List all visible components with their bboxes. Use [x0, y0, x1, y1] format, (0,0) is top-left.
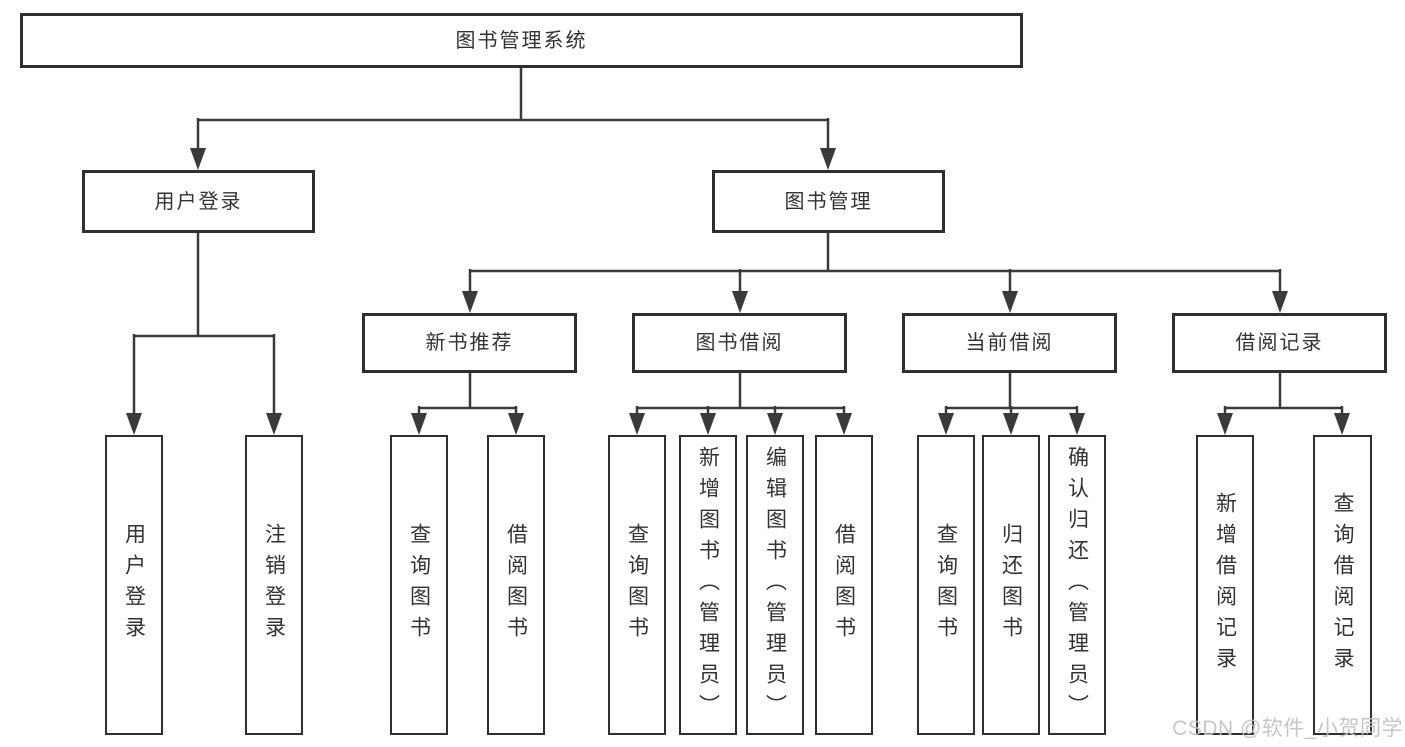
connector-current-borrow [944, 373, 1079, 417]
leaf-cb-confirm-return-admin-label: 确认归还（管理员） [1065, 445, 1089, 725]
node-current-borrow: 当前借阅 [902, 313, 1117, 373]
leaf-user-login: 用户登录 [105, 435, 163, 735]
leaf-bb-edit-books-admin-label: 编辑图书（管理员） [763, 445, 787, 725]
leaf-br-query-record: 查询借阅记录 [1313, 435, 1372, 735]
connector-user-login [132, 233, 276, 417]
leaf-br-add-record-label: 新增借阅记录 [1213, 492, 1237, 678]
leaf-logout-login-label: 注销登录 [262, 523, 286, 647]
node-book-borrow-label: 图书借阅 [695, 332, 784, 354]
node-borrow-records-label: 借阅记录 [1235, 332, 1324, 354]
node-book-management: 图书管理 [712, 170, 945, 233]
leaf-cb-confirm-return-admin: 确认归还（管理员） [1048, 435, 1106, 735]
leaf-nb-query-books: 查询图书 [390, 435, 448, 735]
leaf-br-query-record-label: 查询借阅记录 [1331, 492, 1354, 678]
leaf-cb-query-books-label: 查询图书 [934, 523, 958, 647]
leaf-cb-return-books-label: 归还图书 [999, 523, 1023, 647]
leaf-bb-edit-books-admin: 编辑图书（管理员） [746, 435, 804, 735]
csdn-watermark: CSDN @软件_小贺同学 [1172, 717, 1403, 740]
node-root-label: 图书管理系统 [455, 29, 588, 52]
node-current-borrow-label: 当前借阅 [965, 332, 1054, 354]
leaf-cb-query-books: 查询图书 [917, 435, 975, 735]
leaf-nb-borrow-books-label: 借阅图书 [504, 523, 528, 647]
connector-book-management [468, 233, 1282, 295]
connector-book-borrow [635, 373, 846, 417]
leaf-nb-query-books-label: 查询图书 [407, 523, 431, 647]
connector-borrow-records [1223, 373, 1344, 417]
node-book-borrow: 图书借阅 [632, 313, 847, 373]
leaf-user-login-label: 用户登录 [122, 523, 146, 647]
leaf-bb-add-books-admin: 新增图书（管理员） [679, 435, 737, 735]
leaf-cb-return-books: 归还图书 [982, 435, 1040, 735]
leaf-bb-borrow-books-label: 借阅图书 [832, 523, 856, 647]
node-new-book-recommend: 新书推荐 [362, 313, 577, 373]
node-user-login: 用户登录 [82, 170, 315, 233]
node-user-login-label: 用户登录 [154, 190, 243, 213]
leaf-bb-query-books: 查询图书 [608, 435, 666, 735]
leaf-bb-add-books-admin-label: 新增图书（管理员） [696, 445, 720, 725]
connector-new-book-recommend [417, 373, 518, 417]
arrowheads [126, 148, 1350, 435]
node-new-book-recommend-label: 新书推荐 [425, 332, 514, 354]
node-borrow-records: 借阅记录 [1172, 313, 1387, 373]
connector-root [196, 67, 830, 152]
node-root: 图书管理系统 [20, 13, 1023, 68]
leaf-logout-login: 注销登录 [245, 435, 303, 735]
node-book-management-label: 图书管理 [784, 190, 873, 213]
leaf-bb-borrow-books: 借阅图书 [815, 435, 873, 735]
leaf-br-add-record: 新增借阅记录 [1196, 435, 1254, 735]
leaf-bb-query-books-label: 查询图书 [625, 523, 649, 647]
leaf-nb-borrow-books: 借阅图书 [487, 435, 545, 735]
